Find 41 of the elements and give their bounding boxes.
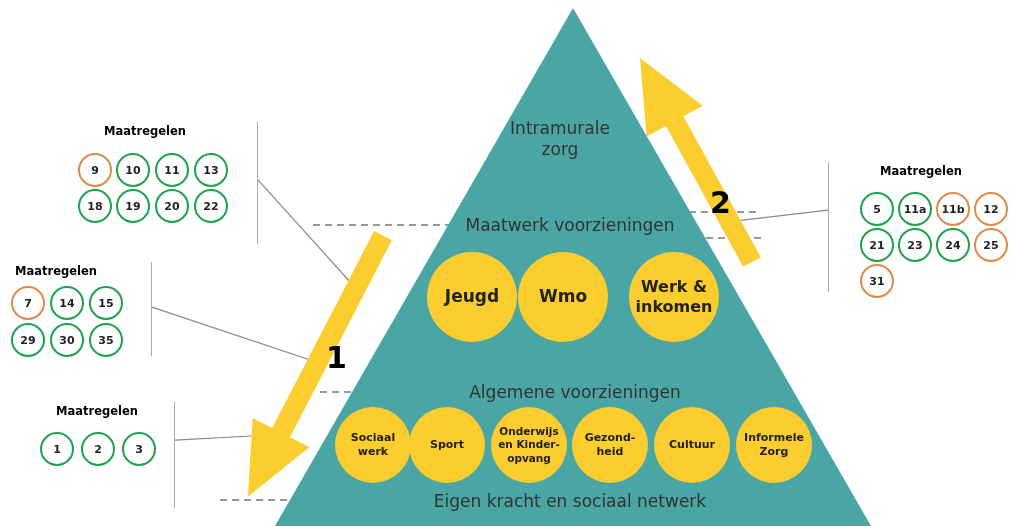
measure-circle: 35 (89, 323, 123, 357)
measure-circle: 20 (155, 189, 189, 223)
measure-circle: 30 (50, 323, 84, 357)
measure-circle: 18 (78, 189, 112, 223)
measure-circle: 11 (155, 153, 189, 187)
measure-circle: 2 (81, 432, 115, 466)
panel-title: Maatregelen (56, 404, 138, 418)
leader-line (174, 435, 253, 441)
measure-circle: 23 (898, 228, 932, 262)
measure-circle: 31 (860, 264, 894, 298)
measure-circle: 11b (936, 192, 970, 226)
measure-circle: 3 (122, 432, 156, 466)
measure-circle: 21 (860, 228, 894, 262)
measure-circle: 24 (936, 228, 970, 262)
measure-circle: 10 (116, 153, 150, 187)
leader-line (151, 306, 309, 360)
measure-circle: 9 (78, 153, 112, 187)
measure-circle: 15 (89, 286, 123, 320)
measure-circle: 22 (194, 189, 228, 223)
level-label: Intramurale zorg (509, 118, 611, 161)
step-number: 2 (710, 188, 731, 218)
panel-title: Maatregelen (15, 264, 97, 278)
measure-circle: 13 (194, 153, 228, 187)
level-label: Maatwerk voorzieningen (465, 215, 675, 237)
level-label: Eigen kracht en sociaal netwerk (433, 491, 707, 513)
measure-circle: 14 (50, 286, 84, 320)
measure-circle: 7 (11, 286, 45, 320)
leader-line (740, 209, 829, 222)
measure-circle: 12 (974, 192, 1008, 226)
measure-circle: 5 (860, 192, 894, 226)
measure-circle: 1 (40, 432, 74, 466)
measure-circle: 25 (974, 228, 1008, 262)
pyramid (275, 8, 871, 526)
measure-circle: 19 (116, 189, 150, 223)
leader-line (257, 179, 350, 282)
measure-circle: 11a (898, 192, 932, 226)
measure-circle: 29 (11, 323, 45, 357)
panel-title: Maatregelen (104, 124, 186, 138)
panel-title: Maatregelen (880, 164, 962, 178)
step-number: 1 (326, 343, 347, 373)
level-label: Algemene voorzieningen (469, 382, 681, 404)
